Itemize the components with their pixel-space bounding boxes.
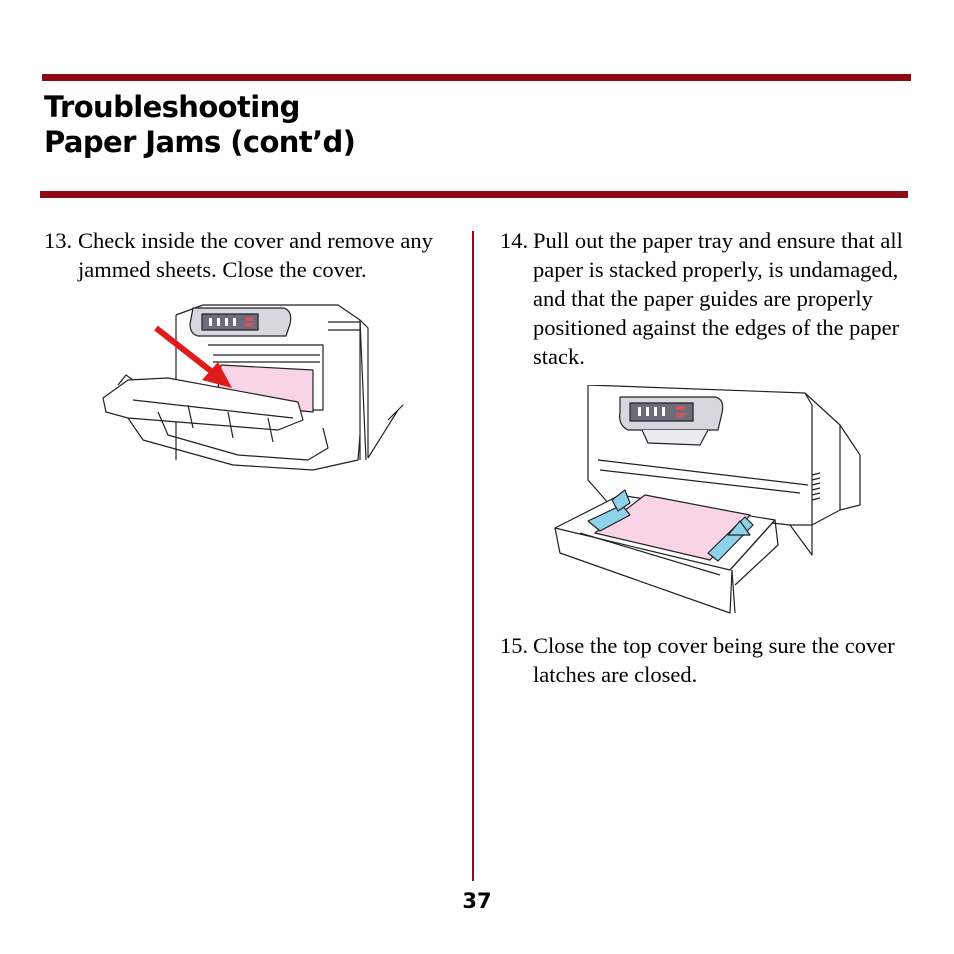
red-arrow-icon [154, 325, 232, 388]
step-number: 14. [500, 228, 529, 253]
printer-paper-tray-illustration [554, 385, 861, 614]
page-title: Troubleshooting Paper Jams (cont’d) [44, 90, 356, 160]
header-rule-bottom [40, 191, 908, 198]
page-title-line-2: Paper Jams (cont’d) [44, 125, 356, 159]
step-text: Pull out the paper tray and ensure that … [533, 228, 903, 369]
step-number: 13. [44, 228, 73, 253]
printer-cover-open-illustration [102, 304, 404, 471]
page-number: 37 [462, 889, 492, 913]
step-text: Close the top cover being sure the cover… [533, 633, 895, 687]
column-divider [472, 231, 474, 881]
header-rule-top [42, 74, 911, 81]
step-number: 15. [500, 633, 529, 658]
page-title-line-1: Troubleshooting [44, 90, 300, 124]
step-text: Check inside the cover and remove any ja… [78, 228, 433, 282]
